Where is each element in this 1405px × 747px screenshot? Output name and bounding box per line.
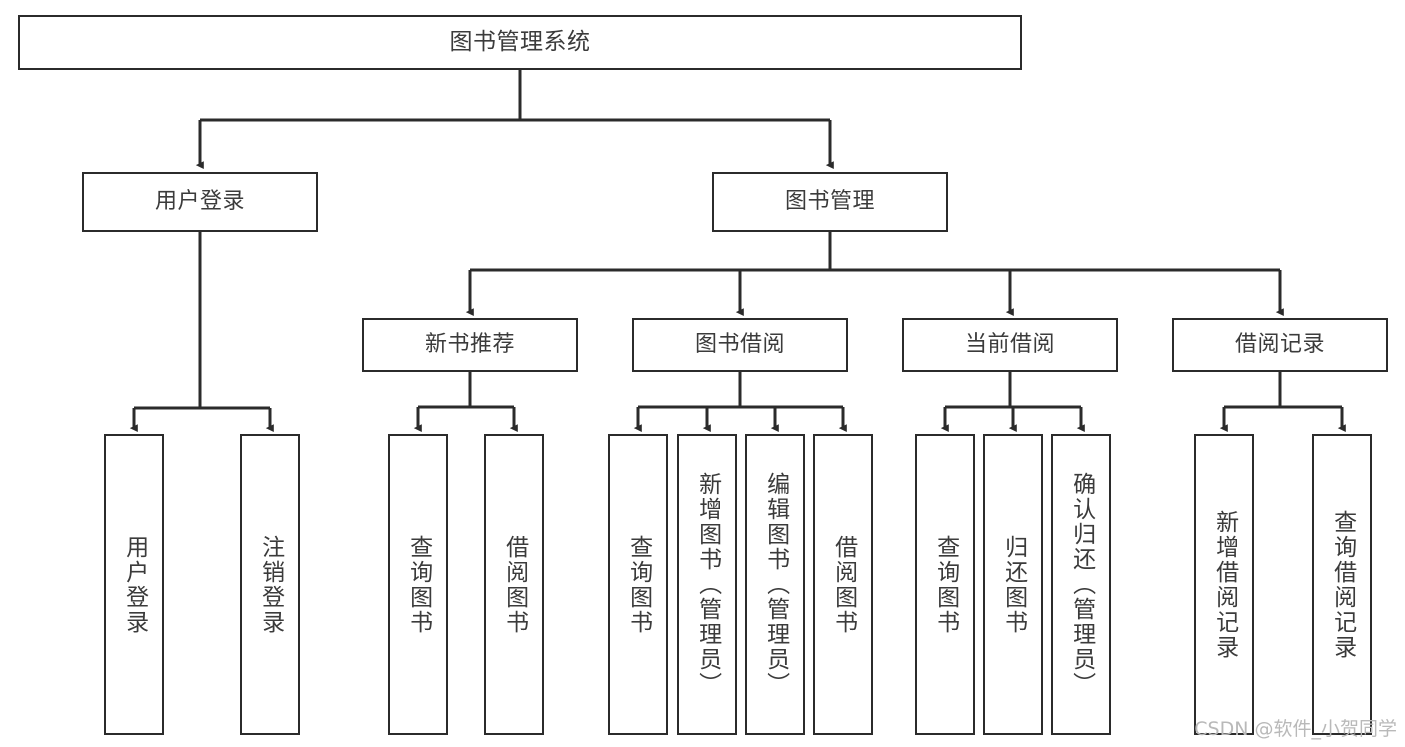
node-label: 归还图书 [1000, 534, 1027, 635]
node-label: 借阅图书 [501, 534, 528, 635]
node-current-borrow[interactable]: 当前借阅 [902, 318, 1118, 372]
node-borrow-record[interactable]: 借阅记录 [1172, 318, 1388, 372]
leaf-query-book-rec[interactable]: 查询图书 [388, 434, 448, 735]
leaf-query-book-borrow[interactable]: 查询图书 [608, 434, 668, 735]
node-root-system[interactable]: 图书管理系统 [18, 15, 1022, 70]
leaf-user-login[interactable]: 用户登录 [104, 434, 164, 735]
node-label: 图书管理系统 [449, 29, 591, 56]
leaf-query-book-current[interactable]: 查询图书 [915, 434, 975, 735]
leaf-borrow-book[interactable]: 借阅图书 [813, 434, 873, 735]
node-label: 借阅记录 [1234, 332, 1325, 358]
watermark-text: CSDN @软件_小贺同学 [1194, 718, 1397, 740]
node-label: 用户登录 [154, 189, 245, 215]
leaf-logout[interactable]: 注销登录 [240, 434, 300, 735]
node-label: 注销登录 [257, 534, 284, 635]
node-label: 确认归还（管理员） [1068, 472, 1095, 697]
node-label: 编辑图书（管理员） [762, 472, 789, 697]
leaf-query-borrow-record[interactable]: 查询借阅记录 [1312, 434, 1372, 735]
node-book-management[interactable]: 图书管理 [712, 172, 948, 232]
node-book-borrow[interactable]: 图书借阅 [632, 318, 848, 372]
leaf-add-borrow-record[interactable]: 新增借阅记录 [1194, 434, 1254, 735]
node-label: 查询图书 [405, 534, 432, 635]
node-label: 新书推荐 [424, 332, 515, 358]
node-label: 查询图书 [625, 534, 652, 635]
node-label: 新增借阅记录 [1211, 509, 1238, 660]
node-label: 借阅图书 [830, 534, 857, 635]
leaf-return-book[interactable]: 归还图书 [983, 434, 1043, 735]
node-label: 图书借阅 [694, 332, 785, 358]
leaf-confirm-return-admin[interactable]: 确认归还（管理员） [1051, 434, 1111, 735]
node-label: 图书管理 [784, 189, 875, 215]
node-label: 查询图书 [932, 534, 959, 635]
leaf-borrow-book-rec[interactable]: 借阅图书 [484, 434, 544, 735]
node-user-login[interactable]: 用户登录 [82, 172, 318, 232]
leaf-edit-book-admin[interactable]: 编辑图书（管理员） [745, 434, 805, 735]
node-new-book-recommend[interactable]: 新书推荐 [362, 318, 578, 372]
node-label: 当前借阅 [964, 332, 1055, 358]
node-label: 用户登录 [121, 534, 148, 635]
node-label: 新增图书（管理员） [694, 472, 721, 697]
node-label: 查询借阅记录 [1329, 509, 1356, 660]
leaf-add-book-admin[interactable]: 新增图书（管理员） [677, 434, 737, 735]
